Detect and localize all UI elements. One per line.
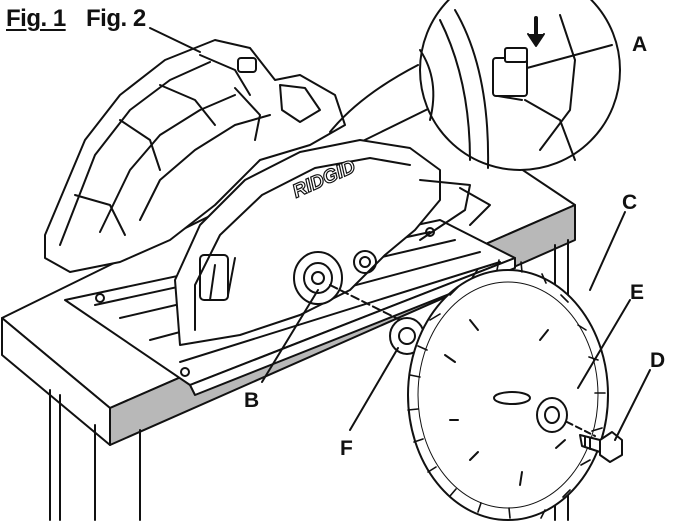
spindle-lock-detail	[329, 0, 621, 171]
saw-body	[44, 39, 346, 273]
saw-blade	[407, 259, 609, 521]
callout-c: C	[622, 191, 638, 214]
callout-e: E	[630, 281, 645, 304]
inner-washer-e	[536, 397, 596, 437]
figure-1-label: Fig. 1	[6, 5, 66, 32]
callout-b: B	[244, 389, 260, 412]
blade-bolt-d	[579, 431, 623, 463]
blade-guard	[174, 139, 491, 346]
callout-d: D	[650, 349, 666, 372]
blade-teeth	[407, 259, 606, 519]
arbor-assembly	[293, 250, 401, 321]
callout-a: A	[632, 33, 648, 56]
figure-2-label: Fig. 2	[86, 5, 146, 32]
callout-f: F	[340, 437, 353, 460]
